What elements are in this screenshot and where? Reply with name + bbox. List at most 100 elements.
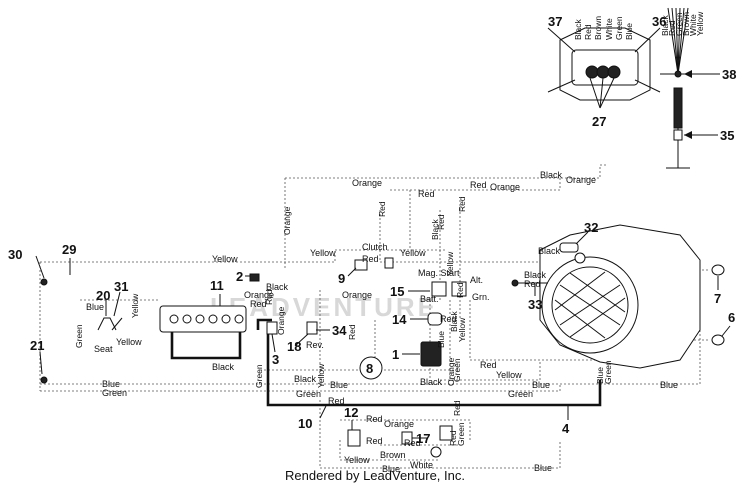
callout-31: 31 — [114, 279, 128, 294]
harness-inset — [660, 7, 720, 169]
wire-label-yellow-vert-batt: Yellow — [316, 363, 326, 388]
callout-8: 8 — [366, 361, 373, 376]
callout-33: 33 — [528, 297, 542, 312]
callout-15: 15 — [390, 284, 404, 299]
wire-label-red-17: Red — [404, 438, 421, 448]
wire-label-red-vert-batt: Red — [264, 289, 274, 305]
wire-label-green-left: Green — [102, 388, 127, 398]
wire-label-blue-bottom-3: Blue — [660, 380, 678, 390]
wire-label-black-batt: Black — [212, 362, 235, 372]
harness-label-4: Brown — [681, 12, 691, 36]
callout-3: 3 — [272, 352, 279, 367]
solenoid-block — [420, 341, 442, 367]
callout-30: 30 — [8, 247, 22, 262]
callout-11: 11 — [210, 278, 224, 293]
wire-label-orange-top-2: Orange — [490, 182, 520, 192]
wire-label-red-vert-9: Red — [347, 324, 357, 340]
wire-label-red-14: Red — [440, 314, 457, 324]
circled-callout-8 — [359, 356, 383, 380]
engine — [539, 224, 701, 369]
harness-label-1: Black — [660, 14, 670, 36]
connector-right-label-1: White — [604, 18, 614, 40]
wire-label-red-vert-3: Red — [457, 196, 467, 212]
wire-label-yellow-solenoid: Yellow — [496, 370, 522, 380]
wire-label-red-top: Red — [470, 180, 487, 190]
wire-label-green-vert-engine: Green — [603, 360, 613, 384]
wire-label-yellow-vert-sw-2: Yellow — [457, 317, 467, 342]
callout-leaders — [35, 231, 731, 439]
wire-label-green-bottom-1: Green — [296, 389, 321, 399]
callout-36: 36 — [652, 14, 666, 29]
wire-label-yellow-vert-seat: Yellow — [130, 293, 140, 318]
callout-34: 34 — [332, 323, 347, 338]
connector-right-label-3: Blue — [624, 23, 634, 40]
wire-label-red-vert-bottom-2: Red — [452, 400, 462, 416]
small-components — [40, 242, 725, 458]
harness-label-5: White — [688, 14, 698, 36]
wire-label-rev: Rev. — [306, 340, 324, 350]
wire-label-orange-9: Orange — [342, 290, 372, 300]
wire-label-blue-bottom-5: Blue — [534, 463, 552, 473]
wire-label-black-2: Black — [266, 282, 289, 292]
wire-label-black-vert-1: Black — [430, 218, 440, 240]
flywheel-grille — [554, 271, 626, 339]
wire-label-red-vert-2: Red — [436, 214, 446, 230]
wire-label-green-bottom-2: Green — [508, 389, 533, 399]
wire-label-yellow-vert-sw: Yellow — [445, 251, 455, 276]
callout-20: 20 — [96, 288, 110, 303]
callout-14: 14 — [392, 312, 407, 327]
callout-4: 4 — [562, 421, 570, 436]
callout-37: 37 — [548, 14, 562, 29]
wire-label-red-10: Red — [328, 396, 345, 406]
callout-10: 10 — [298, 416, 312, 431]
wire-label-yellow-3: Yellow — [400, 248, 426, 258]
wire-label-orange-batt: Orange — [244, 290, 274, 300]
wire-label-mag-start: Mag. Start — [418, 268, 460, 278]
harness-label-3: Green — [674, 12, 684, 36]
callout-7: 7 — [714, 291, 721, 306]
callout-38: 38 — [722, 67, 736, 82]
callout-29: 29 — [62, 242, 76, 257]
wire-label-red-vert-sw: Red — [455, 282, 465, 298]
connector-right-label-2: Green — [614, 16, 624, 40]
wire-label-orange-top-3: Orange — [566, 175, 596, 185]
wire-label-red-2: Red — [250, 299, 267, 309]
wire-label-grn: Grn. — [472, 292, 490, 302]
wire-label-blue-bottom-1: Blue — [330, 380, 348, 390]
wire-label-orange-12: Orange — [384, 419, 414, 429]
wire-label-blue-bottom-2: Blue — [532, 380, 550, 390]
callout-18: 18 — [287, 339, 301, 354]
wire-label-red-vert-bottom: Red — [448, 430, 458, 446]
wire-label-blue-vert-engine: Blue — [595, 367, 605, 384]
wire-label-orange-vert-batt: Orange — [276, 306, 286, 335]
callout-27: 27 — [592, 114, 606, 129]
wire-label-yellow-seat: Yellow — [116, 337, 142, 347]
wire-label-black-bottom-1: Black — [294, 374, 317, 384]
footer-credit: Rendered by LeadVenture, Inc. — [285, 468, 465, 483]
callout-35: 35 — [720, 128, 734, 143]
wire-label-red-top-2: Red — [418, 189, 435, 199]
wire-label-green-vert-seat: Green — [74, 324, 84, 348]
callout-17: 17 — [416, 431, 430, 446]
wire-label-red-12b: Red — [366, 436, 383, 446]
connector-left-label-2: Red — [583, 24, 593, 40]
wire-label-yellow-1: Yellow — [212, 254, 238, 264]
wire-label-clutch: Clutch — [362, 242, 388, 252]
wire-label-red-clutch: Red — [362, 254, 379, 264]
callout-32: 32 — [584, 220, 598, 235]
callout-9: 9 — [338, 271, 345, 286]
wire-label-blue-left: Blue — [102, 379, 120, 389]
wire-label-green-vert-bottom: Green — [456, 422, 466, 446]
harness-label-6: Yellow — [695, 11, 705, 36]
wire-label-red-33: Red — [524, 279, 541, 289]
watermark-text: LEADVENTURE — [210, 292, 439, 322]
wire-label-brown: Brown — [380, 450, 406, 460]
wire-label-yellow-2: Yellow — [310, 248, 336, 258]
wire-label-alt: Alt. — [470, 275, 483, 285]
wire-label-black-32: Black — [538, 246, 561, 256]
wire-label-green-vert-batt: Green — [254, 364, 264, 388]
wire-label-orange-top: Orange — [352, 178, 382, 188]
wire-label-orange-vert: Orange — [282, 206, 292, 235]
wire-label-batt: Batt. — [420, 294, 439, 304]
callout-2: 2 — [236, 269, 243, 284]
